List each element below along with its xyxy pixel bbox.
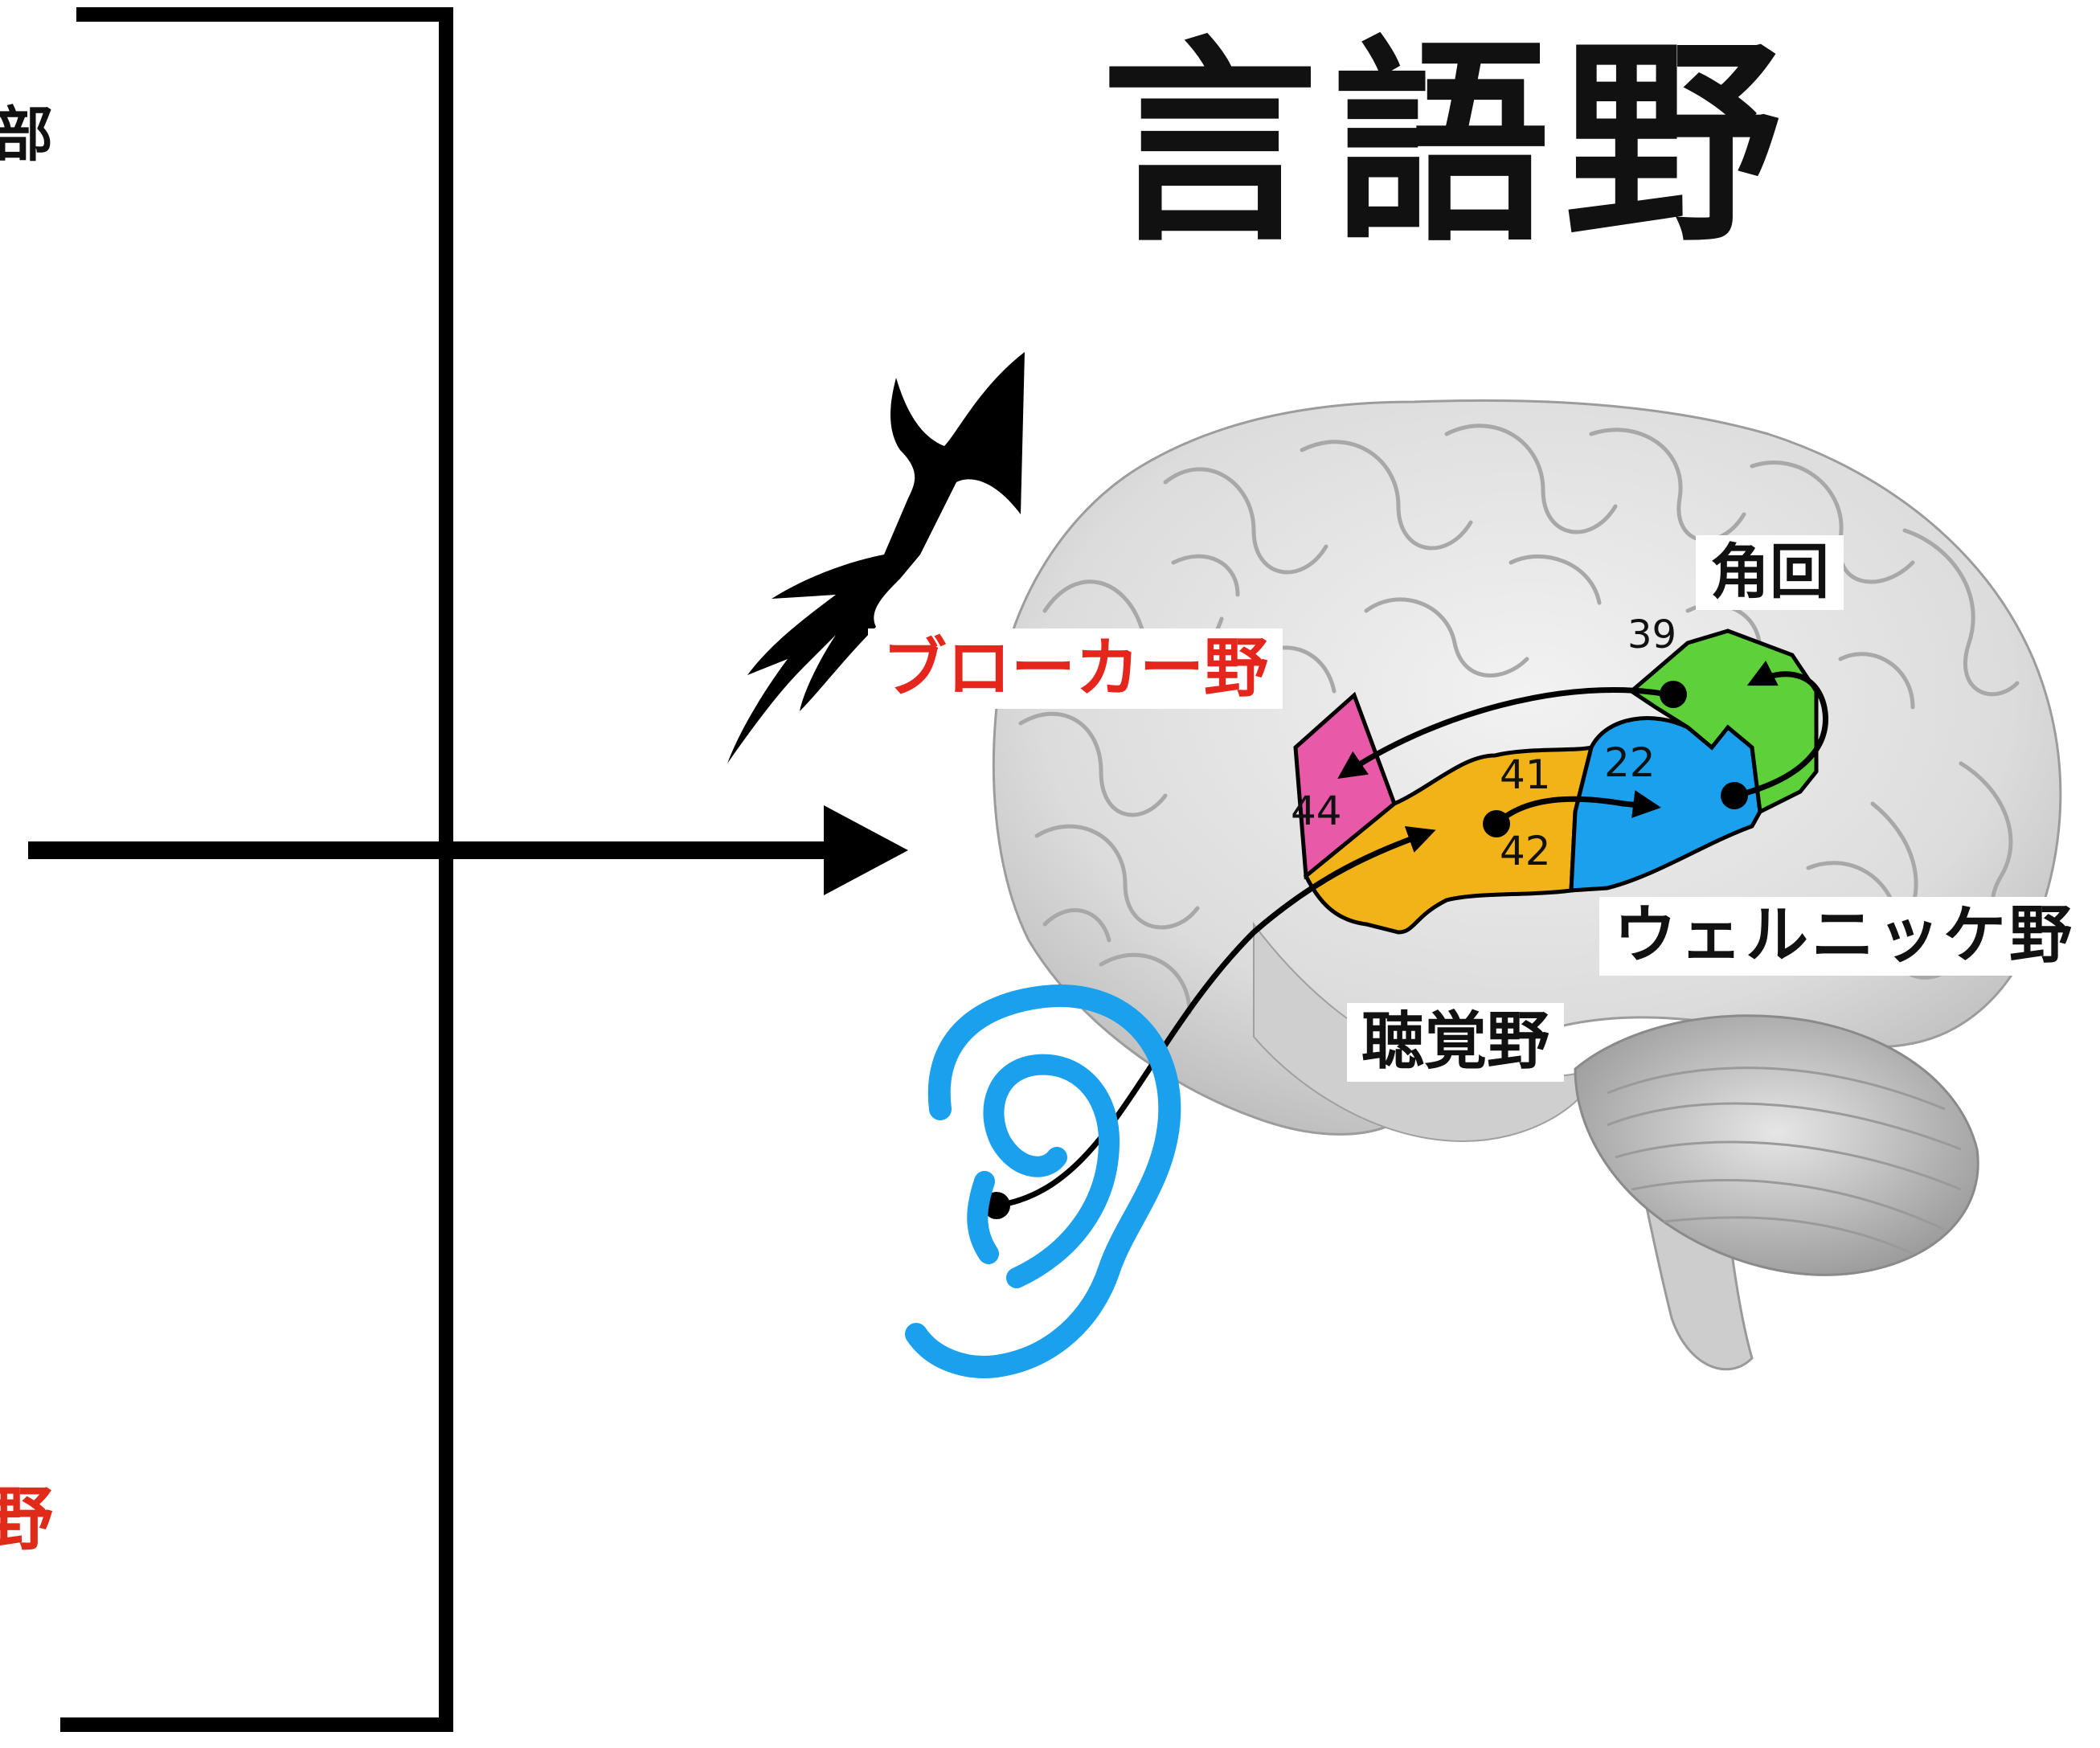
label-auditory-area: 聴覚野 [1347, 1003, 1565, 1082]
arrow-auditory-to-wernicke [1494, 790, 1661, 826]
arrow-angular-to-broca [1337, 687, 1672, 779]
speech-mouth-icon [727, 352, 1025, 763]
area-41-42-region [1303, 744, 1594, 935]
edge-text-bottom: 野 [0, 1480, 53, 1560]
area-number-41: 41 [1500, 751, 1551, 798]
pointer-arrowhead [824, 805, 908, 895]
cerebellum [1574, 1014, 1979, 1276]
ear-icon [905, 985, 1181, 1378]
label-broca-area: ブローカー野 [868, 628, 1283, 709]
bracket [28, 7, 908, 1732]
area-number-42: 42 [1500, 828, 1551, 874]
edge-text-top: 部 [0, 100, 53, 170]
pathway-arrows [996, 660, 1828, 1209]
arrow-wernicke-to-angular [1735, 660, 1828, 799]
area-number-44: 44 [1291, 788, 1342, 834]
area-number-22: 22 [1604, 739, 1656, 786]
page-title: 言語野 [1101, 18, 1795, 271]
arrow-ear-to-auditory [996, 825, 1436, 1209]
label-angular-gyrus: 角回 [1696, 535, 1844, 611]
area-number-39: 39 [1627, 612, 1677, 657]
label-wernicke-area: ウェルニッケ野 [1599, 897, 2090, 976]
cerebellum-folia [1607, 1066, 1962, 1255]
